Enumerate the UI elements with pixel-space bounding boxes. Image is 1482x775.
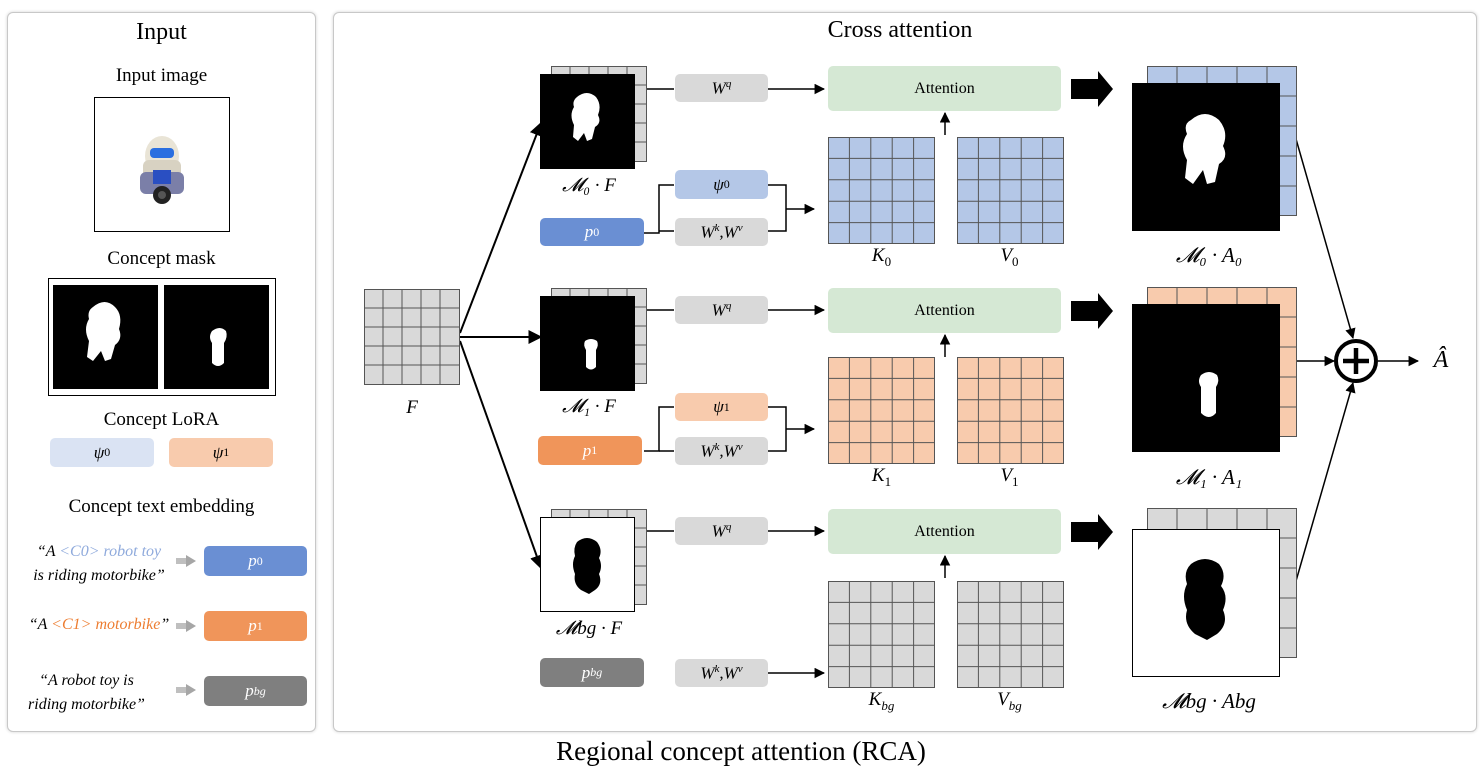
- row0-k-label: K0: [871, 245, 892, 269]
- row1-k-label: K1: [871, 465, 892, 489]
- prompt-1: “A <C1> motorbike”: [28, 616, 170, 633]
- rowbg-k-grid: [828, 581, 935, 688]
- cross-attention-title: Cross attention: [827, 17, 973, 43]
- rowbg-v-label: Vbg: [997, 689, 1022, 713]
- row1-output-mask: [1132, 304, 1280, 452]
- rowbg-v-grid: [957, 581, 1064, 688]
- row1-v-label: V1: [1000, 465, 1019, 489]
- row0-attention-block: Attention: [828, 66, 1061, 111]
- row1-v-grid: [957, 357, 1064, 464]
- rowbg-wq: Wq: [675, 517, 768, 545]
- prompt-bg-arrow-icon: [176, 684, 196, 696]
- sum-icon: [1334, 339, 1378, 383]
- row0-v-grid: [957, 137, 1064, 244]
- row1-attention-block: Attention: [828, 288, 1061, 333]
- input-panel: Input Input image Concept mask Concept L…: [7, 12, 316, 732]
- text-embedding-label: Concept text embedding: [68, 496, 255, 517]
- cross-attention-panel: Cross attention: [333, 12, 1477, 732]
- row1-k-grid: [828, 357, 935, 464]
- rowbg-k-label: Kbg: [868, 689, 895, 713]
- row0-wkv: Wk,Wv: [675, 218, 768, 246]
- output-a-hat: Â: [1433, 347, 1449, 373]
- row0-masked-feature: [540, 74, 635, 169]
- robot-motorbike-image: [140, 136, 184, 204]
- flow-connectors: [459, 71, 1420, 679]
- concept-lora-label: Concept LoRA: [103, 409, 220, 430]
- row0-mask-label: 𝓜₀ · F: [562, 175, 616, 196]
- prompt-1-arrow-icon: [176, 620, 196, 632]
- row1-masked-feature: [540, 296, 635, 391]
- input-panel-title: Input: [136, 19, 187, 45]
- rowbg-wkv: Wk,Wv: [675, 659, 768, 687]
- row0-v-label: V0: [1000, 245, 1019, 269]
- row1-mask-label: 𝓜₁ · F: [562, 396, 616, 417]
- feature-grid: [364, 289, 460, 385]
- row1-wkv: Wk,Wv: [675, 437, 768, 465]
- prompt-bg: “A robot toy is riding motorbike”: [28, 672, 145, 713]
- figure-caption: Regional concept attention (RCA): [556, 736, 926, 766]
- row0-k-grid: [828, 137, 935, 244]
- rowbg-mask-label: 𝓜bg · F: [555, 618, 623, 639]
- row0-output-label: 𝓜₀ · A₀: [1175, 243, 1243, 267]
- row1-wq: Wq: [675, 296, 768, 324]
- rowbg-output-mask: [1132, 529, 1280, 677]
- rowbg-output-label: 𝓜bg · Abg: [1162, 689, 1256, 713]
- concept-mask-0: [53, 285, 158, 389]
- rowbg-attention-block: Attention: [828, 509, 1061, 554]
- concept-mask-1: [164, 285, 269, 389]
- concept-mask-label: Concept mask: [107, 248, 216, 269]
- row0-wq: Wq: [675, 74, 768, 102]
- row0-output-mask: [1132, 83, 1280, 231]
- rowbg-masked-feature: [540, 517, 635, 612]
- concept-mask-frame: [48, 278, 276, 396]
- input-image: [94, 97, 230, 232]
- prompt-0: “A <C0> robot toy is riding motorbike”: [33, 543, 165, 584]
- row1-output-label: 𝓜₁ · A₁: [1175, 465, 1243, 489]
- input-image-label: Input image: [115, 65, 208, 86]
- prompt-0-arrow-icon: [176, 555, 196, 567]
- feature-label: F: [406, 397, 418, 418]
